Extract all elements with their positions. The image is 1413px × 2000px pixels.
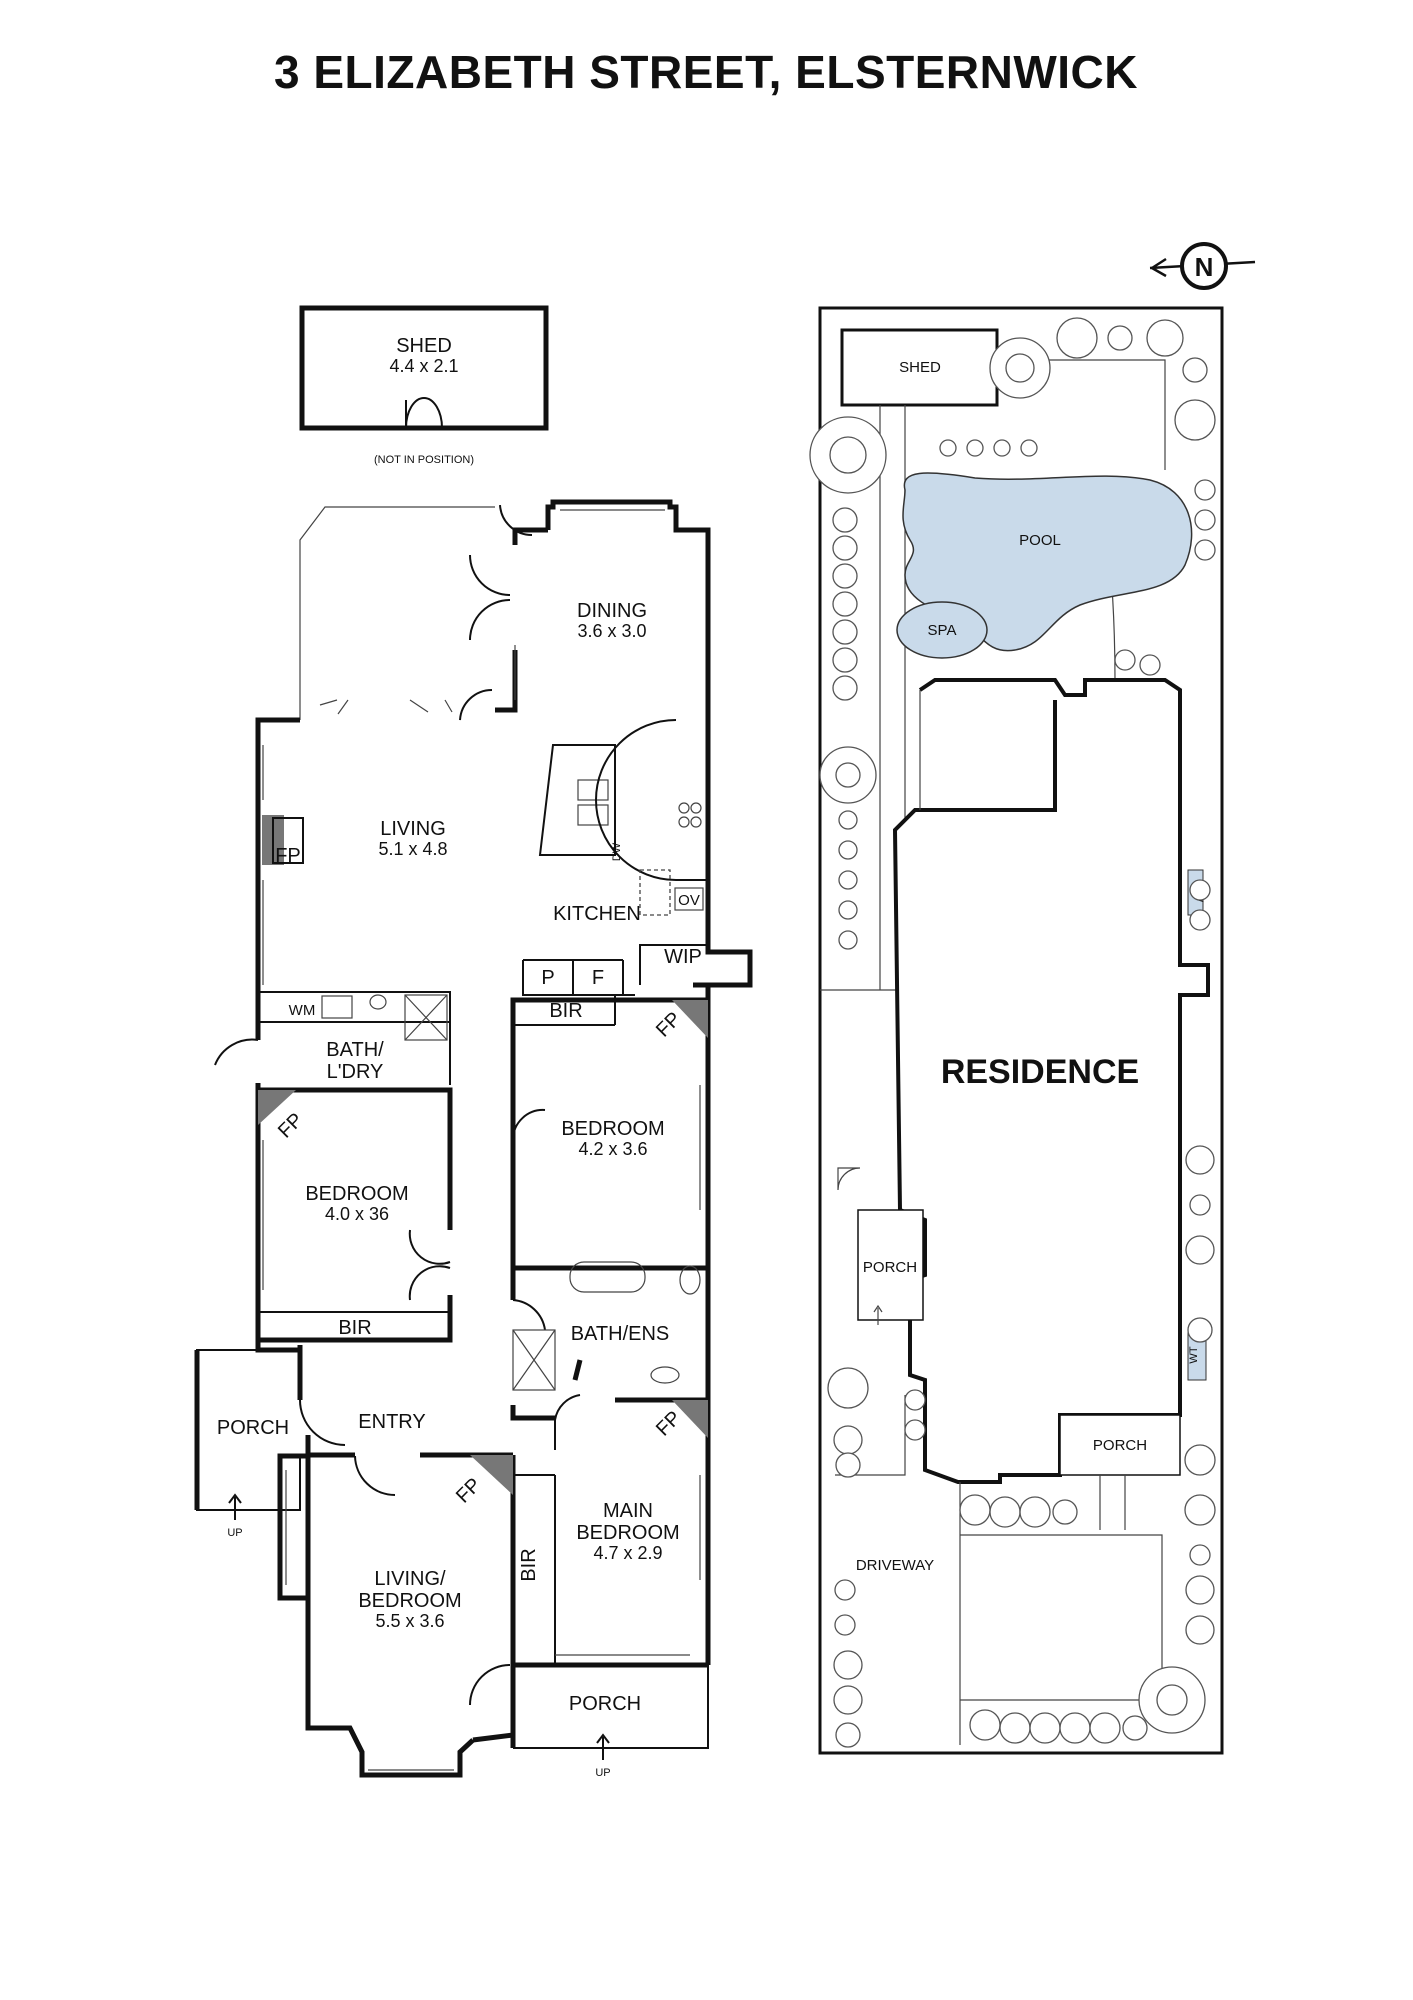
living-fireplace-label: FP [275,845,301,867]
site-boundary [818,306,1224,1755]
bedroom-3-dims: 4.0 x 36 [325,1204,389,1224]
up-arrows [228,1493,610,1760]
living-dims: 5.1 x 4.8 [378,839,447,859]
shed-label: SHED [396,335,452,357]
main-bedroom-bir-label: BIR [518,1548,540,1581]
dining-dims: 3.6 x 3.0 [577,621,646,641]
entry-label: ENTRY [358,1411,425,1433]
oven-label: OV [678,892,700,909]
kitchen-fixtures: DW OV [538,719,709,916]
dishwasher-label: DW [611,842,623,861]
north-compass-icon: N [1149,242,1256,290]
site-shed [840,328,999,407]
site-shed-label: SHED [899,359,941,376]
main-bedroom-dims: 4.7 x 2.9 [593,1543,662,1563]
bedroom-3-bir-label: BIR [338,1317,371,1339]
bedroom-2-bir-label: BIR [549,1000,582,1022]
living-bedroom-fireplace-label: FP [452,1474,486,1508]
driveway-label: DRIVEWAY [856,1557,934,1574]
water-tank-label: WT [1188,1346,1200,1363]
living-bedroom-label-1: LIVING/ [374,1568,446,1590]
pool-label: POOL [1019,532,1061,549]
bedroom-3-fireplace-label: FP [274,1109,308,1143]
bath-ens-label: BATH/ENS [571,1323,670,1345]
shed-dims: 4.4 x 2.1 [389,356,458,376]
residence-label: RESIDENCE [941,1053,1139,1091]
washing-machine-label: WM [289,1002,316,1019]
bedroom-2-fireplace-label: FP [652,1008,686,1042]
spa-label: SPA [928,622,957,639]
fridge-label: F [592,967,604,989]
door-swings [214,504,581,1706]
landscaping [809,317,1216,1748]
side-porch-label: PORCH [217,1417,289,1439]
bedroom-2-dims: 4.2 x 3.6 [578,1139,647,1159]
living-bedroom-label-2: BEDROOM [358,1590,461,1612]
bath-fixtures [321,994,701,1391]
site-plan: SHED POOL SPA RESIDENCE HW WT PORCH PORC… [809,306,1224,1755]
site-front-porch-label: PORCH [1093,1437,1147,1454]
interior-walls [194,959,708,1665]
main-bedroom-label-1: MAIN [603,1500,653,1522]
pool: POOL SPA [896,472,1193,659]
main-bedroom-label-2: BEDROOM [576,1522,679,1544]
shed-floor: SHED 4.4 x 2.1 (NOT IN POSITION) [299,305,549,466]
pantry-label: P [541,967,554,989]
front-porch-up-label: UP [595,1767,610,1779]
site-side-porch-label: PORCH [863,1259,917,1276]
fireplaces [258,815,708,1495]
plan-title: 3 ELIZABETH STREET, ELSTERNWICK [274,46,1138,98]
bath-laundry-label-2: L'DRY [327,1061,384,1083]
windows [262,509,701,1771]
living-bedroom-dims: 5.5 x 3.6 [375,1611,444,1631]
compass-label: N [1195,252,1214,282]
exterior-walls [255,499,753,1778]
main-bedroom-fireplace-label: FP [652,1407,686,1441]
dining-label: DINING [577,600,647,622]
bath-laundry-label-1: BATH/ [326,1039,384,1061]
wip-label: WIP [664,946,702,968]
front-porch-label: PORCH [569,1693,641,1715]
bedroom-2-label: BEDROOM [561,1118,664,1140]
floor-plan: SHED 4.4 x 2.1 (NOT IN POSITION) [194,305,753,1779]
bedroom-3-label: BEDROOM [305,1183,408,1205]
kitchen-label: KITCHEN [553,903,641,925]
shed-note: (NOT IN POSITION) [374,454,474,466]
side-porch-up-label: UP [227,1527,242,1539]
living-label: LIVING [380,818,446,840]
